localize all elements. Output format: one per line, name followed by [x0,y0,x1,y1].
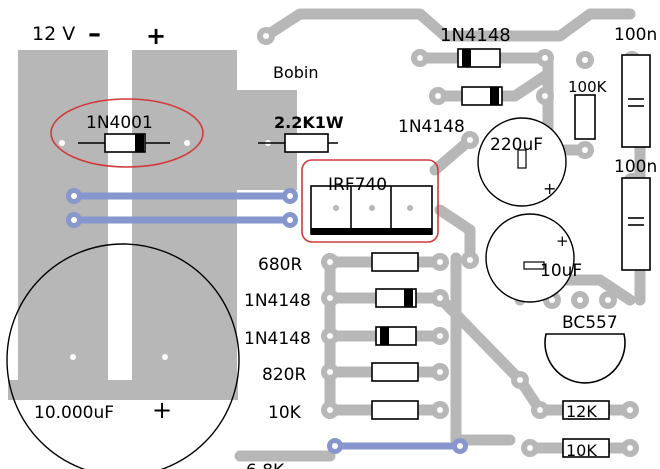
pad [411,49,429,67]
voltage-label: 12 V [32,23,75,45]
label-6k8: 6.8K [246,461,285,469]
label-10000uf-plus: + [152,396,172,424]
pad [576,51,594,69]
highlight-irf740 [301,159,439,243]
label-irf740: IRF740 [328,175,387,195]
plane-lower-left [8,380,238,400]
label-100k: 100K [568,78,608,96]
diode-1n4001: 1N4001 [50,98,204,168]
minus-sign: – [88,19,101,49]
pad [571,291,589,309]
resistor-100k: 100K [568,78,608,140]
pad [431,327,449,345]
jumper-wires [66,188,468,454]
pad [321,363,339,381]
pad [576,141,594,159]
pad [431,289,449,307]
pad [599,291,617,309]
pad [429,87,447,105]
resistor-2k2: 2.2K1W [258,113,344,153]
pad [536,49,554,67]
capacitor-220uf: 220uF + [477,117,567,207]
label-100n-mid: 100n [614,157,657,177]
left-power-plane [18,50,108,380]
pads [257,27,641,457]
pad [461,251,479,269]
label-10uf-plus: + [556,232,569,250]
right-power-plane [132,50,237,380]
label-100n-top: 100n [614,25,657,45]
pad [521,439,539,457]
capacitor-10000uf: 10.000uF + [6,243,240,469]
pad [321,327,339,345]
label-680r: 680R [258,255,302,275]
diode-1n4148-top: 1N4148 [440,25,511,68]
diode-1n4148-row-b: 1N4148 [244,326,417,349]
plus-sign: + [146,22,166,50]
resistor-12k: 12K [562,400,610,421]
trace-top-right [439,8,636,42]
pad [621,439,639,457]
transistor-bc557: BC557 [544,313,626,384]
label-bc557: BC557 [562,313,618,333]
trace-top-diag [260,8,451,42]
label-10k-right: 10K [566,441,597,460]
pad [531,401,549,419]
pad [431,401,449,419]
label-2k2: 2.2K1W [274,113,344,132]
label-bobin: Bobin [273,63,319,82]
capacitor-10uf: + 10uF [485,213,582,303]
label-220uf-plus: + [543,179,556,198]
pad [321,289,339,307]
pad [461,131,479,149]
pad [431,363,449,381]
label-10k-row: 10K [268,403,302,423]
pad [321,253,339,271]
resistor-680r: 680R [258,252,419,275]
label-10000uf: 10.000uF [34,403,114,423]
pad [536,87,554,105]
pad [511,371,529,389]
highlight-1n4001 [50,98,204,168]
capacitor-100n-mid: 100n [614,157,657,271]
label-1n4148-row-b: 1N4148 [244,329,311,349]
label-10uf: 10uF [540,261,582,281]
copper-pour [8,50,297,400]
label-220uf: 220uF [490,135,543,155]
mosfet-irf740: IRF740 [301,159,439,243]
capacitor-100n-top: 100n [614,25,657,148]
pad [257,27,275,45]
resistor-820r: 820R [262,362,419,385]
label-12k: 12K [566,402,597,421]
label-1n4001: 1N4001 [86,113,153,133]
label-1n4148-right: 1N4148 [398,117,465,137]
pad [431,253,449,271]
label-1n4148-row-a: 1N4148 [244,291,311,311]
pad [321,401,339,419]
trace-mosfet-gate [434,204,476,266]
diode-1n4148-right: 1N4148 [398,86,503,137]
label-820r: 820R [262,365,306,385]
diode-1n4148-row-a: 1N4148 [244,288,417,311]
label-1n4148-top: 1N4148 [440,25,511,46]
resistor-10k-right: 10K [562,438,610,460]
resistor-10k-row: 10K [268,400,419,423]
pad [621,401,639,419]
